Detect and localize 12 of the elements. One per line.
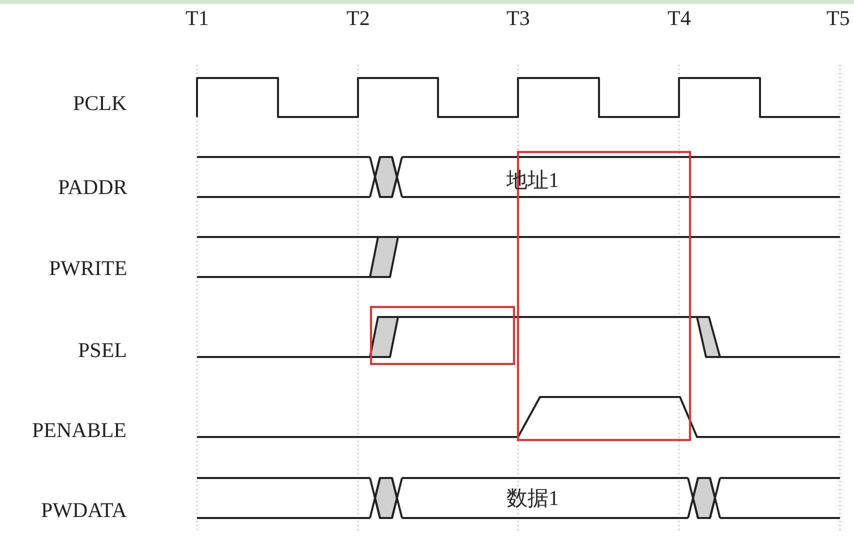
- time-marker-label: T4: [668, 6, 691, 30]
- time-marker-label: T1: [186, 6, 209, 30]
- signal-name: PADDR: [58, 175, 128, 199]
- bus-value-label: 数据1: [506, 486, 559, 510]
- time-marker-label: T2: [346, 6, 370, 30]
- signal-name: PSEL: [78, 338, 128, 362]
- signal-name: PWDATA: [41, 498, 127, 522]
- signal-name: PWRITE: [49, 256, 128, 280]
- signal-name: PENABLE: [32, 418, 126, 442]
- time-marker-label: T3: [506, 6, 530, 30]
- time-marker-label: T5: [826, 6, 850, 30]
- signal-name: PCLK: [73, 91, 127, 115]
